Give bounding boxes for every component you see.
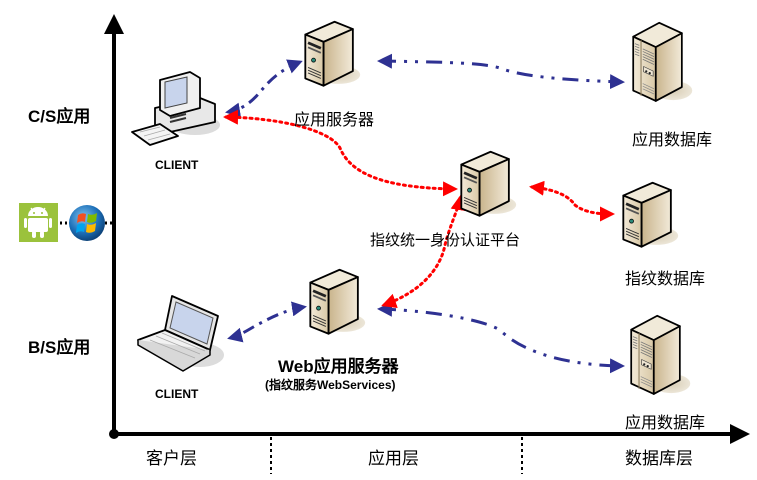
link-auth-fingerprintdb: [529, 180, 615, 222]
row-label-bs: B/S应用: [28, 338, 91, 357]
client-laptop-label: CLIENT: [155, 387, 199, 401]
web-server-label: Web应用服务器: [278, 357, 399, 376]
fingerprint-db-server-icon: [621, 181, 680, 249]
axis-origin-dot: [109, 429, 119, 439]
app-server-label: 应用服务器: [294, 110, 375, 129]
laptop-icon: [137, 295, 224, 372]
app-db-bottom-rack-icon: [630, 314, 692, 395]
link-webserver-auth: [381, 195, 466, 308]
app-db-bottom-label: 应用数据库: [625, 413, 706, 432]
fingerprint-db-label: 指纹数据库: [625, 269, 706, 288]
link-webserver-appdb: [377, 301, 625, 374]
windows-icon: [69, 205, 105, 241]
row-label-cs: C/S应用: [28, 107, 91, 126]
tier-label-application: 应用层: [368, 449, 419, 469]
auth-platform-label: 指纹统一身份认证平台: [370, 231, 521, 249]
auth-platform-server-icon: [459, 150, 518, 218]
web-server-sublabel: (指纹服务WebServices): [265, 378, 396, 392]
desktop-computer-icon: [131, 71, 220, 146]
link-client-auth: [223, 109, 458, 197]
tier-label-database: 数据库层: [625, 449, 693, 469]
web-server-icon: [308, 268, 367, 336]
app-server-icon: [303, 20, 362, 88]
client-desktop-label: CLIENT: [155, 158, 199, 172]
link-appserver-client: [225, 59, 303, 118]
android-icon: [19, 203, 58, 242]
tier-label-client: 客户层: [146, 449, 197, 469]
link-webserver-laptop: [227, 301, 307, 343]
app-db-top-rack-icon: [632, 21, 694, 102]
app-db-top-label: 应用数据库: [632, 130, 713, 149]
link-appserver-appdb: [377, 53, 625, 90]
